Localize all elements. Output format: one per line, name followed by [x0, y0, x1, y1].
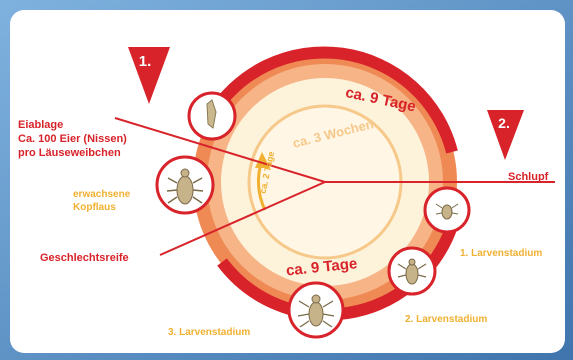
nit-icon: [189, 93, 235, 139]
larva-icon: [389, 248, 435, 294]
marker-1: 1.: [139, 53, 152, 70]
adult-label-line2: Kopflaus: [73, 202, 116, 213]
stage3-label: 3. Larvenstadium: [168, 327, 250, 338]
maturity-label: Geschlechtsreife: [40, 252, 129, 264]
larva-icon: [425, 188, 469, 232]
marker-2: 2.: [498, 115, 510, 131]
eggs-label-line3: pro Läuseweibchen: [18, 147, 121, 159]
eggs-label-line2: Ca. 100 Eier (Nissen): [18, 133, 127, 145]
adult-label-line1: erwachsene: [73, 189, 131, 200]
hatch-label: Schlupf: [508, 171, 549, 183]
eggs-label-line1: Eiablage: [18, 119, 63, 131]
stage2-label: 2. Larvenstadium: [405, 314, 487, 325]
stage1-label: 1. Larvenstadium: [460, 248, 542, 259]
larva-icon: [289, 283, 343, 337]
adult-louse-icon: [157, 157, 213, 213]
